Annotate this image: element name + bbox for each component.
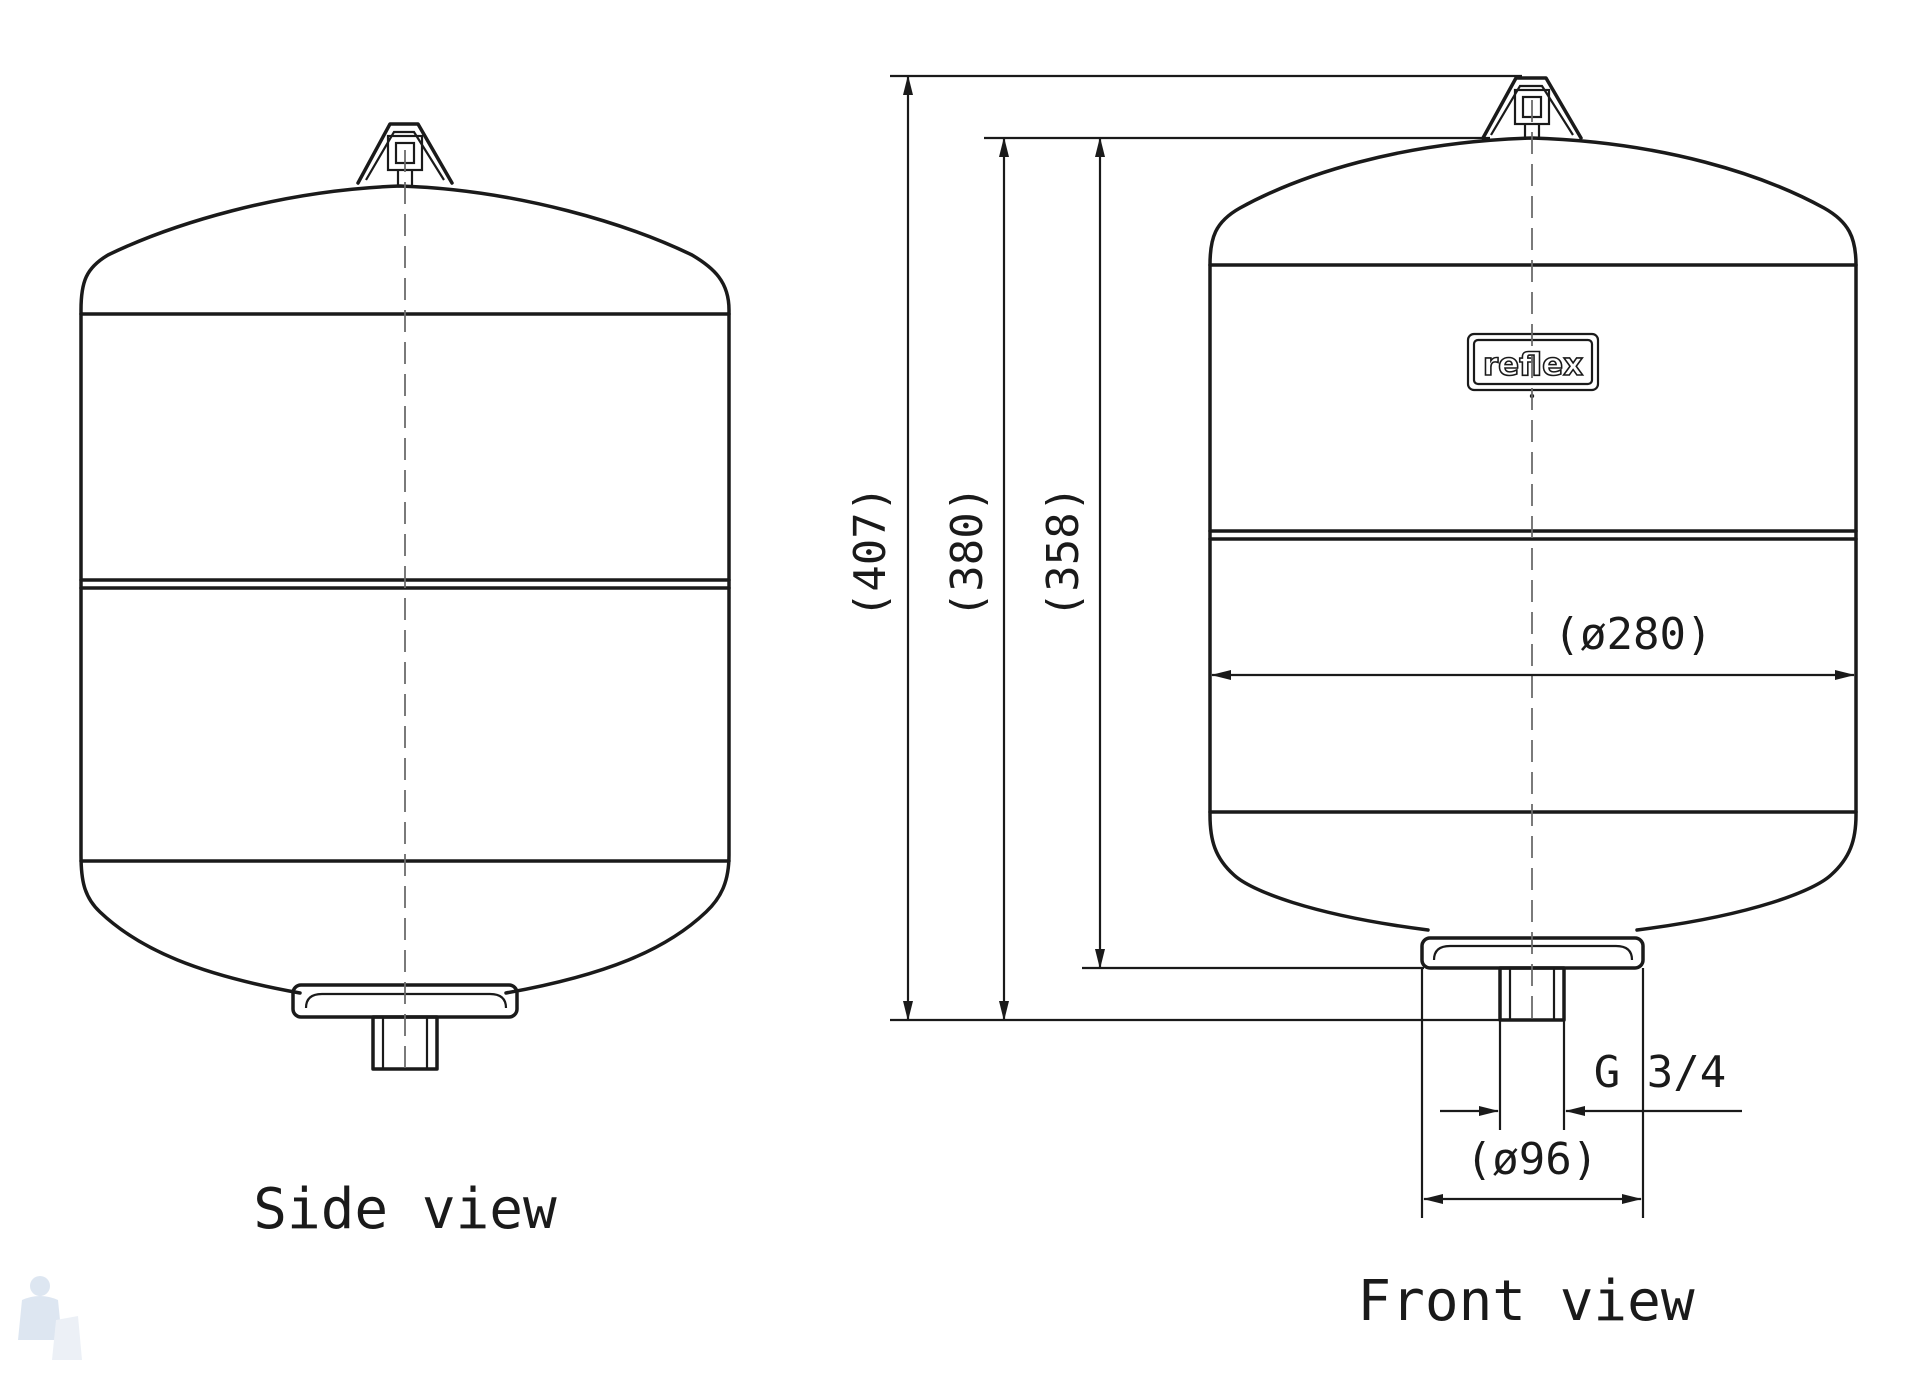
dim-96-label: (ø96) (1466, 1134, 1598, 1185)
dim-407-label: (407) (845, 486, 896, 618)
dim-thread-label: G 3/4 (1594, 1047, 1726, 1098)
watermark-figure (18, 1276, 82, 1360)
side-vessel-body (79, 184, 731, 995)
dim-380-label: (380) (942, 486, 993, 618)
dim-358-label: (358) (1038, 486, 1089, 618)
dimension-lines (890, 74, 1855, 1218)
svg-text:reflex: reflex (1483, 347, 1583, 383)
front-view-vessel: reflex (1208, 76, 1858, 1022)
front-view-label: Front view (1357, 1269, 1694, 1334)
reflex-logo: reflex (1466, 332, 1600, 399)
side-view-vessel (79, 122, 731, 1071)
side-view-label: Side view (253, 1177, 557, 1242)
dim-280-label: (ø280) (1554, 609, 1713, 660)
